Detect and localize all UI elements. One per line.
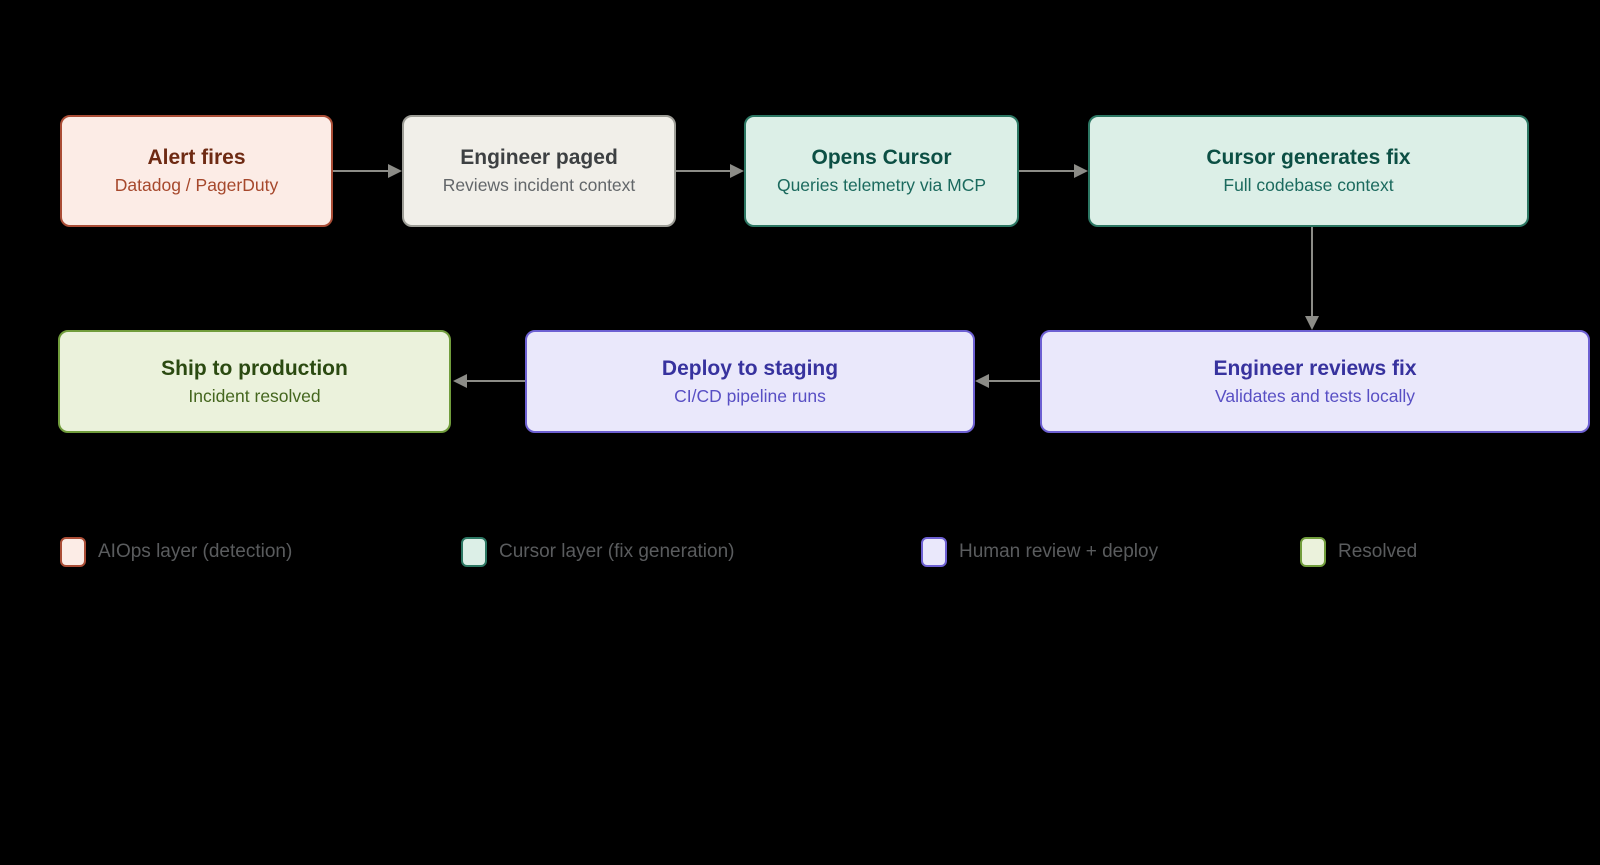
node-subtitle: Datadog / PagerDuty (114, 175, 279, 196)
legend-label: Human review + deploy (959, 541, 1159, 562)
legend-item-resolved: Resolved (1300, 536, 1417, 568)
node-subtitle: Incident resolved (188, 385, 321, 406)
node-title: Engineer reviews fix (1213, 356, 1417, 380)
node-title: Ship to production (161, 356, 348, 380)
node-subtitle: Validates and tests locally (1214, 385, 1416, 406)
node-alert-fires: Alert fires Datadog / PagerDuty (60, 115, 333, 227)
node-engineer-paged: Engineer paged Reviews incident context (402, 115, 676, 227)
node-subtitle: Queries telemetry via MCP (776, 175, 987, 196)
arrow-alert-to-paged (333, 164, 402, 178)
node-title: Cursor generates fix (1206, 146, 1411, 170)
legend-swatch-cursor-layer (461, 537, 487, 567)
legend-item-human-review: Human review + deploy (921, 536, 1158, 568)
node-cursor-generates-fix: Cursor generates fix Full codebase conte… (1088, 115, 1529, 227)
node-opens-cursor: Opens Cursor Queries telemetry via MCP (744, 115, 1019, 227)
legend-item-aiops: AIOps layer (detection) (60, 536, 292, 568)
arrow-review-to-staging (975, 374, 1040, 388)
legend-swatch-resolved (1300, 537, 1326, 567)
node-title: Engineer paged (460, 146, 618, 170)
node-subtitle: Reviews incident context (442, 175, 636, 196)
node-title: Opens Cursor (811, 146, 952, 170)
arrow-cursor-to-fix (1019, 164, 1088, 178)
arrow-paged-to-cursor (676, 164, 744, 178)
legend-label: Resolved (1338, 541, 1418, 562)
node-ship-to-production: Ship to production Incident resolved (58, 330, 451, 433)
legend-label: AIOps layer (detection) (98, 541, 293, 562)
node-title: Alert fires (147, 146, 246, 170)
legend-item-cursor-layer: Cursor layer (fix generation) (461, 536, 734, 568)
node-title: Deploy to staging (661, 356, 839, 380)
legend-swatch-human-review (921, 537, 947, 567)
arrow-fix-to-review (1305, 227, 1319, 330)
node-subtitle: CI/CD pipeline runs (674, 385, 826, 406)
legend-label: Cursor layer (fix generation) (499, 541, 735, 562)
node-engineer-reviews-fix: Engineer reviews fix Validates and tests… (1040, 330, 1590, 433)
node-deploy-to-staging: Deploy to staging CI/CD pipeline runs (525, 330, 975, 433)
legend-swatch-aiops (60, 537, 86, 567)
node-subtitle: Full codebase context (1223, 175, 1394, 196)
arrow-staging-to-ship (453, 374, 525, 388)
